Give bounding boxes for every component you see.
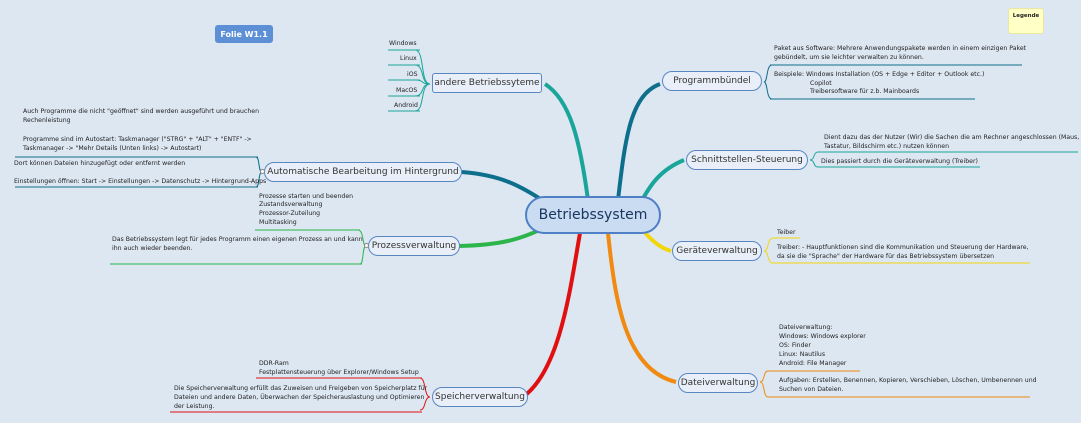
collapse-dot-prozess[interactable] xyxy=(364,243,369,248)
node-prozessverwaltung[interactable]: Prozessverwaltung xyxy=(368,236,460,256)
schnitt-note: Dies passiert durch die Geräteverwaltung… xyxy=(821,158,978,165)
os-item-android: Android xyxy=(394,102,418,109)
auto-text-4: Taskmanager -> "Mehr Details (Unten link… xyxy=(23,145,202,152)
geraete-desc-1: Treiber: - Hauptfunktionen sind die Komm… xyxy=(777,244,1029,251)
speicher-desc-1: Die Speicherverwaltung erfüllt das Zuwei… xyxy=(174,385,428,392)
datei-desc-2: Suchen von Dateien. xyxy=(779,386,844,393)
programm-example-1: Beispiele: Windows Installation (OS + Ed… xyxy=(774,71,985,78)
speicher-desc-2: Dateien und andere Daten, Überwachen der… xyxy=(174,394,425,401)
schnitt-desc-1: Dient dazu das der Nutzer (Wir) die Sach… xyxy=(824,134,1080,141)
datei-item-1: Dateiverwaltung: xyxy=(779,324,833,331)
auto-text-1: Auch Programme die nicht "geöffnet" sind… xyxy=(23,108,260,115)
node-geraeteverwaltung[interactable]: Geräteverwaltung xyxy=(672,241,762,261)
programm-desc-2: gebündelt, um sie leichter verwalten zu … xyxy=(774,54,924,61)
geraete-desc-2: da sie die "Sprache" der Hardware für da… xyxy=(777,253,995,260)
slide-label: Folie W1.1 xyxy=(215,25,273,43)
os-item-linux: Linux xyxy=(400,55,417,62)
geraete-item: Teiber xyxy=(777,229,796,236)
prozess-item-4: Multitasking xyxy=(259,219,297,226)
prozess-item-1: Prozesse starten und beenden xyxy=(259,193,354,200)
node-andere-betriebssysteme[interactable]: andere Betriebssyteme xyxy=(432,73,542,93)
programm-desc-1: Paket aus Software: Mehrere Anwendungspa… xyxy=(774,45,1027,52)
speicher-item-2: Festplattensteuerung über Explorer/Windo… xyxy=(259,369,419,376)
datei-item-4: Linux: Nautilus xyxy=(779,351,826,358)
auto-text-5: Dort können Dateien hinzugefügt oder ent… xyxy=(14,160,186,167)
prozess-item-3: Prozessor-Zuteilung xyxy=(259,210,321,217)
central-node[interactable]: Betriebssystem xyxy=(525,196,661,234)
auto-text-6: Einstellungen öffnen: Start -> Einstellu… xyxy=(14,178,267,185)
os-item-windows: Windows xyxy=(389,40,417,47)
datei-item-3: OS: Finder xyxy=(779,342,811,349)
programm-example-3: Treibersoftware für z.b. Mainboards xyxy=(810,88,920,95)
node-automatische-bearbeitung[interactable]: Automatische Bearbeitung im Hintergrund xyxy=(264,162,462,182)
speicher-item-1: DDR-Ram xyxy=(259,360,289,367)
auto-text-3: Programme sind im Autostart: Taskmanager… xyxy=(23,136,252,143)
node-speicherverwaltung[interactable]: Speicherverwaltung xyxy=(432,387,528,407)
node-programmbuendel[interactable]: Programmbündel xyxy=(662,71,762,91)
schnitt-desc-2: Tastatur, Bildschirm etc.) nutzen können xyxy=(824,143,950,150)
prozess-desc-2: ihn auch wieder beenden. xyxy=(112,245,193,252)
programm-example-2: Copilot xyxy=(810,80,832,87)
datei-item-2: Windows: Windows explorer xyxy=(779,333,866,340)
datei-desc-1: Aufgaben: Erstellen, Benennen, Kopieren,… xyxy=(779,377,1037,384)
os-item-macos: MacOS xyxy=(396,87,418,94)
collapse-dot-auto[interactable] xyxy=(260,169,265,174)
speicher-desc-3: der Leistung. xyxy=(174,403,215,410)
legend-box[interactable]: Legende xyxy=(1008,8,1044,34)
datei-item-5: Android: File Manager xyxy=(779,360,847,367)
os-item-ios: iOS xyxy=(407,71,418,78)
prozess-item-2: Zustandsverwaltung xyxy=(259,201,323,208)
node-schnittstellen-steuerung[interactable]: Schnittstellen-Steuerung xyxy=(686,150,808,170)
auto-text-2: Rechenleistung xyxy=(23,117,71,124)
prozess-desc-1: Das Betriebssystem legt für jedes Progra… xyxy=(112,236,363,243)
node-dateiverwaltung[interactable]: Dateiverwaltung xyxy=(678,373,758,393)
